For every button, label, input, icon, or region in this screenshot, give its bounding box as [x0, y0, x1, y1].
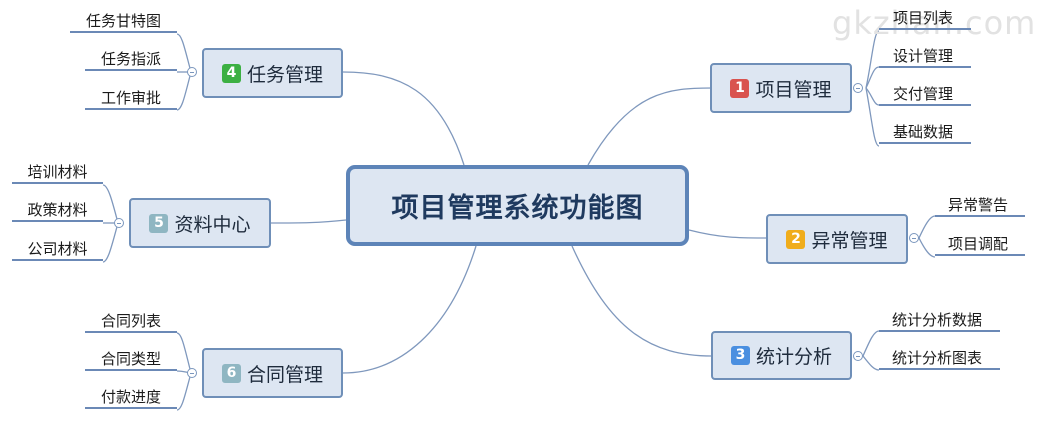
collapse-toggle-icon[interactable] — [187, 368, 197, 378]
leaf-project-list[interactable]: 项目列表 — [879, 8, 971, 30]
branch-statistical-analysis[interactable]: 3 统计分析 — [711, 331, 852, 380]
leaf-project-allocation[interactable]: 项目调配 — [935, 234, 1025, 256]
leaf-work-approval[interactable]: 工作审批 — [85, 88, 177, 110]
leaf-statistics-data[interactable]: 统计分析数据 — [879, 310, 1000, 332]
branch-label: 统计分析 — [755, 346, 832, 368]
collapse-toggle-icon[interactable] — [853, 351, 863, 361]
priority-6-icon: 6 — [221, 363, 241, 383]
leaf-contract-types[interactable]: 合同类型 — [85, 349, 177, 371]
leaf-task-assignment[interactable]: 任务指派 — [85, 49, 177, 71]
leaf-contract-list[interactable]: 合同列表 — [85, 311, 177, 333]
branch-task-management[interactable]: 4 任务管理 — [202, 48, 343, 98]
branch-resource-center[interactable]: 5 资料中心 — [129, 198, 271, 248]
leaf-design-management[interactable]: 设计管理 — [879, 46, 971, 68]
leaf-delivery-management[interactable]: 交付管理 — [879, 84, 971, 106]
root-topic[interactable]: 项目管理系统功能图 — [346, 165, 689, 246]
branch-contract-management[interactable]: 6 合同管理 — [202, 348, 343, 398]
leaf-company-materials[interactable]: 公司材料 — [12, 239, 103, 261]
collapse-toggle-icon[interactable] — [853, 83, 863, 93]
watermark-text: gkzhan.com — [832, 4, 1037, 42]
priority-1-icon: 1 — [730, 78, 750, 98]
leaf-policy-materials[interactable]: 政策材料 — [12, 200, 103, 222]
collapse-toggle-icon[interactable] — [909, 233, 919, 243]
priority-4-icon: 4 — [221, 63, 241, 83]
leaf-exception-warning[interactable]: 异常警告 — [935, 195, 1025, 217]
root-topic-label: 项目管理系统功能图 — [391, 193, 644, 224]
priority-3-icon: 3 — [730, 346, 750, 365]
leaf-base-data[interactable]: 基础数据 — [879, 122, 971, 144]
branch-label: 资料中心 — [174, 213, 251, 236]
leaf-training-materials[interactable]: 培训材料 — [12, 162, 103, 184]
collapse-toggle-icon[interactable] — [187, 67, 197, 77]
leaf-payment-progress[interactable]: 付款进度 — [85, 387, 177, 409]
priority-5-icon: 5 — [149, 213, 169, 233]
branch-label: 任务管理 — [246, 63, 323, 86]
branch-label: 合同管理 — [246, 363, 323, 386]
branch-project-management[interactable]: 1 项目管理 — [710, 63, 852, 113]
branch-label: 项目管理 — [755, 78, 832, 101]
leaf-statistics-charts[interactable]: 统计分析图表 — [879, 348, 1000, 370]
branch-exception-management[interactable]: 2 异常管理 — [766, 214, 908, 264]
collapse-toggle-icon[interactable] — [114, 218, 124, 228]
priority-2-icon: 2 — [786, 229, 806, 249]
branch-label: 异常管理 — [811, 229, 888, 252]
leaf-task-gantt[interactable]: 任务甘特图 — [70, 11, 177, 33]
